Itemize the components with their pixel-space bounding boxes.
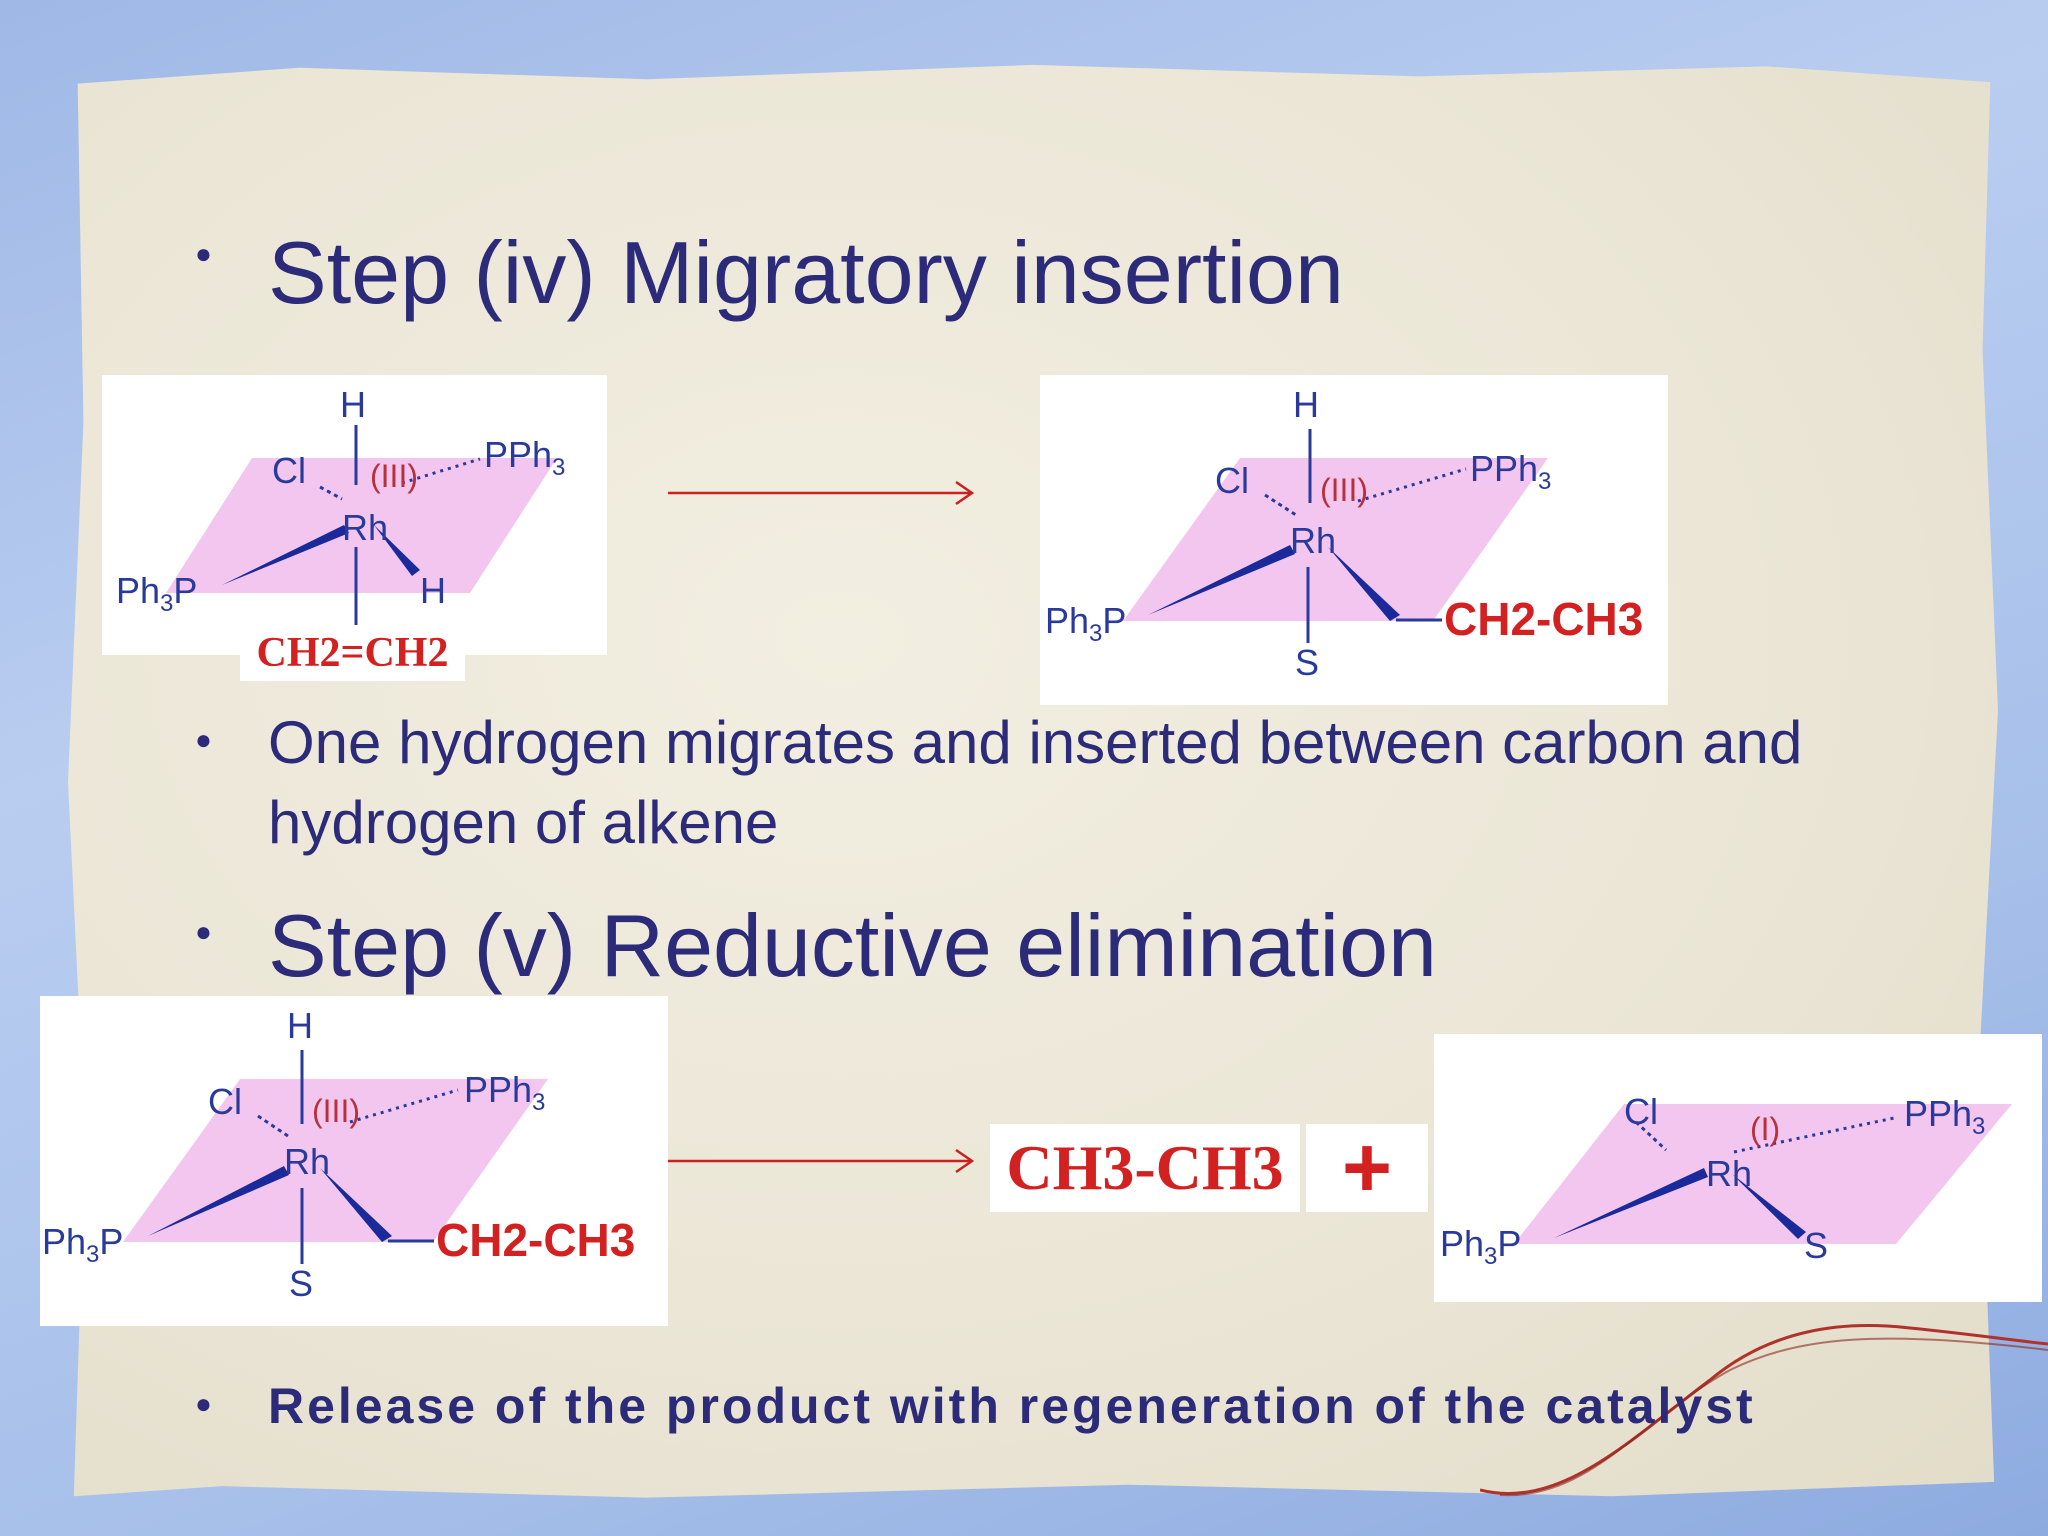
step5-heading: Step (v) Reductive elimination xyxy=(268,896,1437,995)
ethyl-group: CH2-CH3 xyxy=(1444,593,1643,645)
ph3p-subscript: 3 xyxy=(1484,1243,1497,1270)
rh-atom: Rh xyxy=(284,1141,330,1182)
cl-atom: Cl xyxy=(208,1081,242,1122)
svg-text:PPh3: PPh3 xyxy=(1470,448,1551,495)
svg-text:Ph3P: Ph3P xyxy=(42,1221,123,1268)
oxidation-state: (III) xyxy=(370,458,418,494)
pph3-label: PPh xyxy=(464,1069,532,1110)
step5-description: Release of the product with regeneration… xyxy=(268,1378,1756,1434)
ethylene-ligand: CH2=CH2 xyxy=(240,625,465,681)
cl-atom: Cl xyxy=(272,450,306,491)
pph3-subscript: 3 xyxy=(552,454,565,481)
rh-hydride-alkene-complex: H Cl (III) PPh3 Rh Ph3P H xyxy=(102,375,607,655)
h-atom-top: H xyxy=(287,1005,313,1046)
svg-text:Ph3P: Ph3P xyxy=(1440,1223,1521,1270)
step4-description: One hydrogen migrates and inserted betwe… xyxy=(268,709,1803,856)
rh-ethyl-complex: H Cl (III) PPh3 Rh Ph3P S CH2-CH3 xyxy=(1040,375,1668,705)
ph3p-subscript: 3 xyxy=(1089,620,1102,647)
ph3p-label: Ph xyxy=(42,1221,86,1262)
rh-atom: Rh xyxy=(1706,1153,1752,1194)
svg-text:PPh3: PPh3 xyxy=(484,434,565,481)
rh-atom: Rh xyxy=(342,507,388,548)
ph3p-phosphorus: P xyxy=(1497,1223,1521,1264)
h-atom-right: H xyxy=(420,570,446,611)
ph3p-label: Ph xyxy=(116,570,160,611)
bullet: ● xyxy=(195,1388,212,1419)
ph3p-subscript: 3 xyxy=(160,590,173,617)
oxidation-state: (III) xyxy=(312,1093,360,1129)
ph3p-phosphorus: P xyxy=(173,570,197,611)
step4-heading: Step (iv) Migratory insertion xyxy=(268,223,1344,322)
rh-catalyst-complex: Cl (I) PPh3 Rh Ph3P S xyxy=(1434,1034,2042,1302)
bullet: ● xyxy=(195,916,212,947)
decorative-string xyxy=(1480,1324,2048,1497)
rh-ethyl-complex: H Cl (III) PPh3 Rh Ph3P S CH2-CH3 xyxy=(40,996,668,1326)
pph3-label: PPh xyxy=(1904,1093,1972,1134)
pph3-subscript: 3 xyxy=(1538,468,1551,495)
ph3p-phosphorus: P xyxy=(1102,600,1126,641)
pph3-label: PPh xyxy=(1470,448,1538,489)
ethyl-group: CH2-CH3 xyxy=(436,1214,635,1266)
reaction-arrow xyxy=(668,480,975,506)
ph3p-label: Ph xyxy=(1045,600,1089,641)
svg-text:PPh3: PPh3 xyxy=(1904,1093,1985,1140)
svg-text:Ph3P: Ph3P xyxy=(116,570,197,617)
oxidation-state: (I) xyxy=(1750,1111,1780,1147)
pph3-label: PPh xyxy=(484,434,552,475)
ph3p-phosphorus: P xyxy=(99,1221,123,1262)
h-atom-top: H xyxy=(340,384,366,425)
cl-atom: Cl xyxy=(1215,460,1249,501)
h-atom-top: H xyxy=(1293,384,1319,425)
pph3-subscript: 3 xyxy=(1972,1113,1985,1140)
pph3-subscript: 3 xyxy=(532,1089,545,1116)
bullet: ● xyxy=(195,238,212,269)
bullet: ● xyxy=(195,724,212,755)
svg-text:Ph3P: Ph3P xyxy=(1045,600,1126,647)
plus-sign: + xyxy=(1306,1124,1428,1212)
ph3p-subscript: 3 xyxy=(86,1241,99,1268)
ethane-product: CH3-CH3 xyxy=(990,1124,1300,1212)
s-atom: S xyxy=(289,1263,313,1304)
rh-atom: Rh xyxy=(1290,520,1336,561)
s-atom: S xyxy=(1804,1225,1828,1266)
ph3p-label: Ph xyxy=(1440,1223,1484,1264)
oxidation-state: (III) xyxy=(1320,472,1368,508)
cl-atom: Cl xyxy=(1624,1091,1658,1132)
reaction-arrow xyxy=(668,1148,975,1174)
svg-text:PPh3: PPh3 xyxy=(464,1069,545,1116)
s-atom: S xyxy=(1295,642,1319,683)
